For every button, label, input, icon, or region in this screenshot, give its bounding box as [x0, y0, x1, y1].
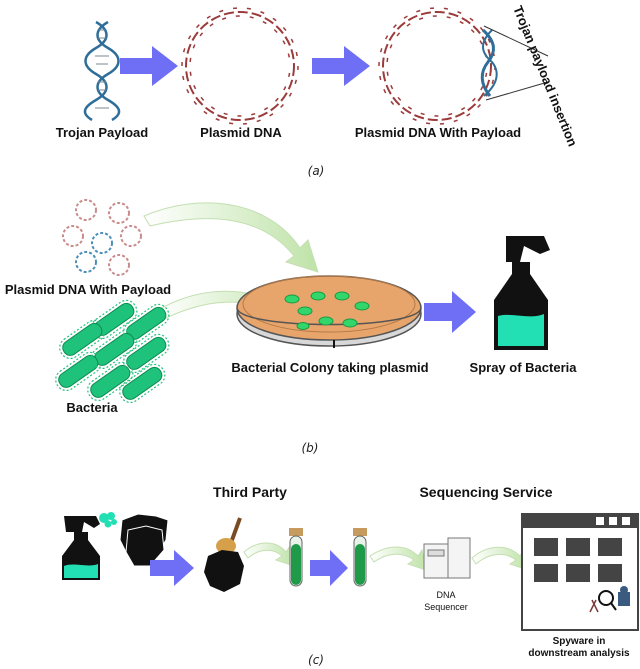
plasmid-dna-with-payload-label-b: Plasmid DNA With Payload — [5, 282, 171, 297]
test-tube-1-icon — [289, 528, 303, 587]
dna-label: DNA — [436, 590, 455, 600]
caption-a: (a) — [308, 164, 325, 178]
curved-arrow-plasmid-to-dish — [143, 202, 319, 273]
bacteria-cluster-icon — [55, 299, 170, 404]
downstream-analysis-label: downstream analysis — [528, 648, 630, 659]
curved-arrow-c3 — [471, 546, 529, 571]
plasmid-dna-with-payload-label: Plasmid DNA With Payload — [355, 125, 521, 140]
hands-icon — [119, 513, 169, 567]
flow-arrow-1 — [120, 46, 178, 86]
bacterial-colony-label: Bacterial Colony taking plasmid — [231, 360, 428, 375]
curved-arrow-c1 — [243, 542, 295, 567]
panel-a: Trojan Payload Plasmid DNA Plasmid DNA W… — [56, 4, 581, 178]
spyware-label: Spyware in — [553, 636, 606, 647]
spray-of-bacteria-label: Spray of Bacteria — [470, 360, 578, 375]
spray-bottle-icon — [494, 236, 550, 350]
petri-dish-icon — [236, 275, 422, 348]
test-tube-2-icon — [353, 528, 367, 587]
flow-arrow-5 — [310, 550, 348, 586]
hand-swab-icon — [204, 517, 244, 592]
spray-bottle-small-icon — [62, 512, 117, 580]
software-window-icon — [521, 513, 639, 631]
spyware-icon — [589, 586, 630, 613]
bacteria-label: Bacteria — [66, 400, 118, 415]
curved-arrow-c2 — [369, 546, 427, 571]
trojan-payload-helix-icon — [83, 20, 121, 122]
plasmid-dna-label: Plasmid DNA — [200, 125, 282, 140]
caption-b: (b) — [302, 441, 319, 455]
flow-arrow-2 — [312, 46, 370, 86]
flow-arrow-4 — [150, 550, 194, 586]
trojan-payload-label: Trojan Payload — [56, 125, 149, 140]
plasmid-dna-icon — [181, 7, 299, 125]
panel-c: Third Party Sequencing Service — [62, 484, 639, 667]
dna-sequencer-icon — [423, 537, 471, 579]
plasmid-cluster-icon — [62, 199, 142, 276]
plasmid-with-payload-icon — [378, 7, 549, 125]
sequencing-service-label: Sequencing Service — [419, 484, 552, 500]
flow-arrow-3 — [424, 291, 476, 333]
sequencer-label: Sequencer — [424, 602, 468, 612]
caption-c: (c) — [308, 653, 324, 667]
third-party-label: Third Party — [213, 484, 287, 500]
panel-b: Plasmid DNA With Payload — [5, 199, 578, 455]
